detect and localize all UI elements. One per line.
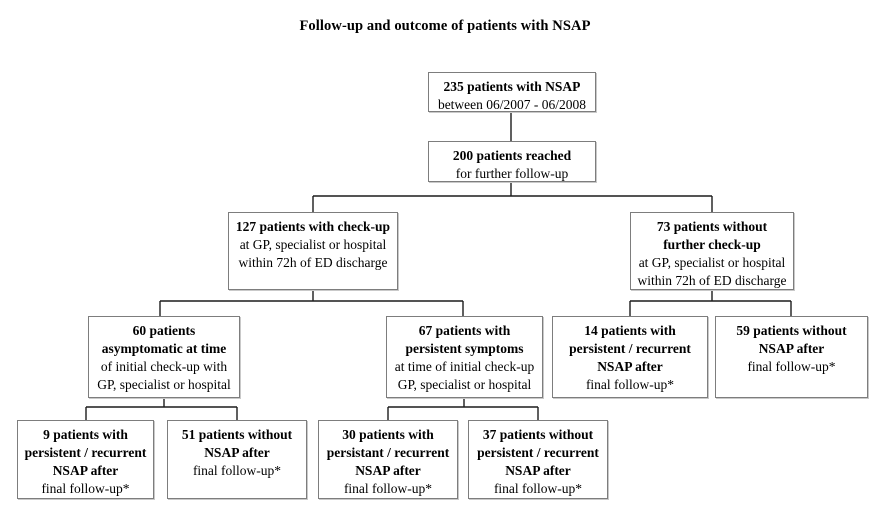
box-text-line: for further follow-up — [455, 166, 569, 181]
box-text-line: GP, specialist or hospital — [397, 377, 532, 392]
box-text-line: at time of initial check-up — [394, 359, 535, 374]
box-text-line: 60 patients — [132, 323, 196, 338]
flow-box-30-persistant-recurrent: 30 patients with persistant / recurrent … — [318, 420, 458, 499]
box-text-line: between 06/2007 - 06/2008 — [437, 97, 587, 112]
box-text-line: within 72h of ED discharge — [238, 255, 388, 270]
box-text-line: final follow-up* — [41, 481, 130, 496]
box-text-line: within 72h of ED discharge — [637, 273, 787, 288]
box-text-line: 59 patients without — [736, 323, 847, 338]
box-text-line: final follow-up* — [493, 481, 583, 496]
flow-box-67-persistent-symptoms: 67 patients with persistent symptoms at … — [386, 316, 543, 398]
box-text-line: further check-up — [663, 237, 761, 252]
box-text-line: 235 patients with NSAP — [443, 79, 581, 94]
box-text-line: final follow-up* — [192, 463, 282, 478]
box-text-line: 30 patients with — [342, 427, 434, 442]
box-text-line: NSAP after — [52, 463, 119, 478]
flow-box-73-without-checkup: 73 patients without further check-up at … — [630, 212, 794, 290]
chart-title: Follow-up and outcome of patients with N… — [299, 18, 591, 34]
box-text-line: final follow-up* — [585, 377, 675, 392]
box-text-line: at GP, specialist or hospital — [239, 237, 387, 252]
flow-box-127-with-checkup: 127 patients with check-up at GP, specia… — [228, 212, 398, 290]
box-text-line: final follow-up* — [747, 359, 836, 374]
box-text-line: 37 patients without — [482, 427, 594, 442]
box-text-line: at GP, specialist or hospital — [638, 255, 786, 270]
box-text-line: 200 patients reached — [452, 148, 572, 163]
box-text-line: persistent / recurrent — [569, 341, 691, 356]
box-text-line: NSAP after — [597, 359, 663, 374]
box-text-line: persistent / recurrent — [477, 445, 599, 460]
box-text-line: of initial check-up with — [100, 359, 228, 374]
flow-box-14-persistent-recurrent: 14 patients with persistent / recurrent … — [552, 316, 708, 398]
box-text-line: GP, specialist or hospital — [97, 377, 231, 392]
flow-box-235-patients-nsap: 235 patients with NSAP between 06/2007 -… — [428, 72, 596, 112]
box-text-line: 14 patients with — [584, 323, 676, 338]
box-text-line: NSAP after — [204, 445, 270, 460]
flow-box-9-persistent-recurrent: 9 patients with persistent / recurrent N… — [17, 420, 154, 499]
box-text-line: final follow-up* — [343, 481, 433, 496]
box-text-line: NSAP after — [758, 341, 825, 356]
flow-box-37-without-persistent: 37 patients without persistent / recurre… — [468, 420, 608, 499]
box-text-line: NSAP after — [505, 463, 571, 478]
flow-box-200-patients-reached: 200 patients reached for further follow-… — [428, 141, 596, 182]
box-text-line: 67 patients with — [418, 323, 511, 338]
box-text-line: persistant / recurrent — [326, 445, 450, 460]
box-text-line: asymptomatic at time — [101, 341, 227, 356]
flow-box-51-without-nsap: 51 patients without NSAP after final fol… — [167, 420, 307, 499]
box-text-line: NSAP after — [355, 463, 421, 478]
box-text-line: 127 patients with check-up — [235, 219, 391, 234]
box-text-line: 51 patients without — [181, 427, 293, 442]
flow-box-59-without-nsap: 59 patients without NSAP after final fol… — [715, 316, 868, 398]
flow-box-60-asymptomatic: 60 patients asymptomatic at time of init… — [88, 316, 240, 398]
box-text-line: 9 patients with — [43, 427, 128, 442]
box-text-line: persistent / recurrent — [24, 445, 147, 460]
box-text-line: persistent symptoms — [405, 341, 524, 356]
box-text-line: 73 patients without — [656, 219, 768, 234]
